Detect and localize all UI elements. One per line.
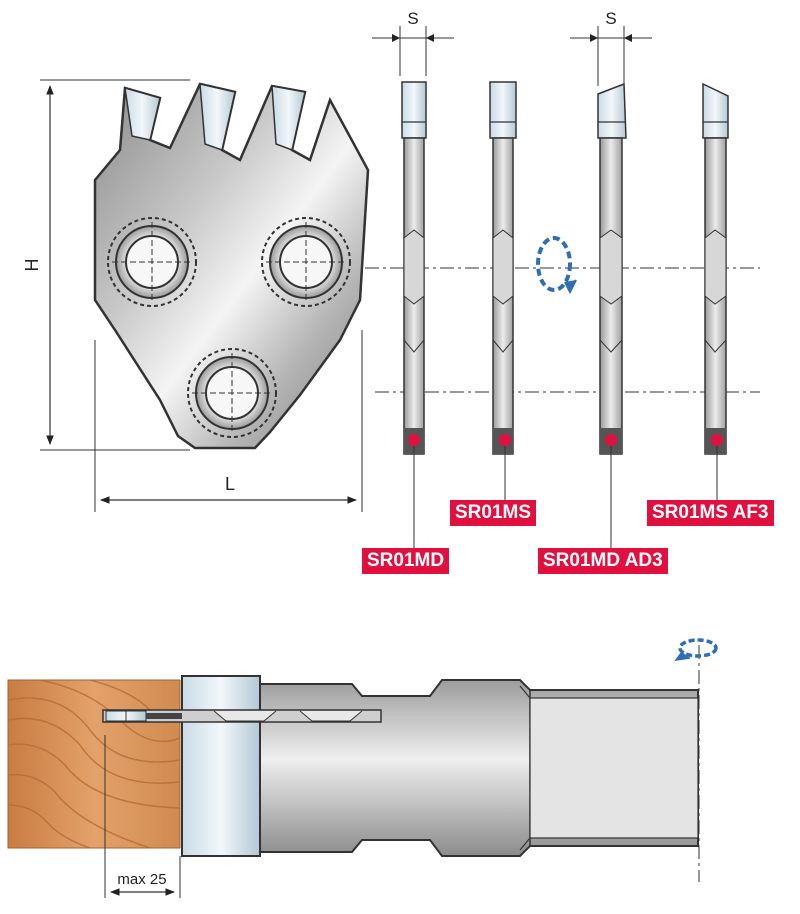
height-label: H [22,259,42,272]
length-label: L [225,474,235,494]
wood-workpiece [7,679,181,849]
knife-label-sr01md: SR01MD [362,548,450,574]
bolt-hole-left [107,217,197,307]
tip-marker [408,434,420,446]
rotation-axis-icon [674,638,718,661]
knife-in-slot [102,709,382,723]
max-depth-label: max 25 [117,871,166,888]
knife-profile-sr01ms [489,81,517,455]
bolt-hole-bottom [187,348,277,438]
knife-profile-sr01md [401,81,427,455]
dimension-thickness-left: S [372,9,454,76]
cutter-body [93,82,370,450]
dimension-thickness-right: S [570,9,652,86]
knife-label-sr01md-ad3: SR01MD AD3 [538,548,668,574]
tip-marker [711,434,723,446]
dimension-max-depth: max 25 [104,735,181,898]
thickness-label-left: S [407,9,418,28]
knife-label-sr01ms-af3: SR01MS AF3 [647,500,774,526]
thickness-label-right: S [605,9,616,28]
tip-marker [605,434,617,446]
tip-marker [499,434,511,446]
bolt-hole-right [261,217,351,307]
knife-profile-sr01md-ad3 [597,82,627,455]
dimension-length: L [94,330,363,512]
cutter-side-profile [181,675,699,857]
knife-label-sr01ms: SR01MS [450,500,537,526]
rotation-arrow-icon [536,236,577,295]
knife-profile-sr01ms-af3 [702,82,729,455]
dimension-height: H [22,79,190,451]
